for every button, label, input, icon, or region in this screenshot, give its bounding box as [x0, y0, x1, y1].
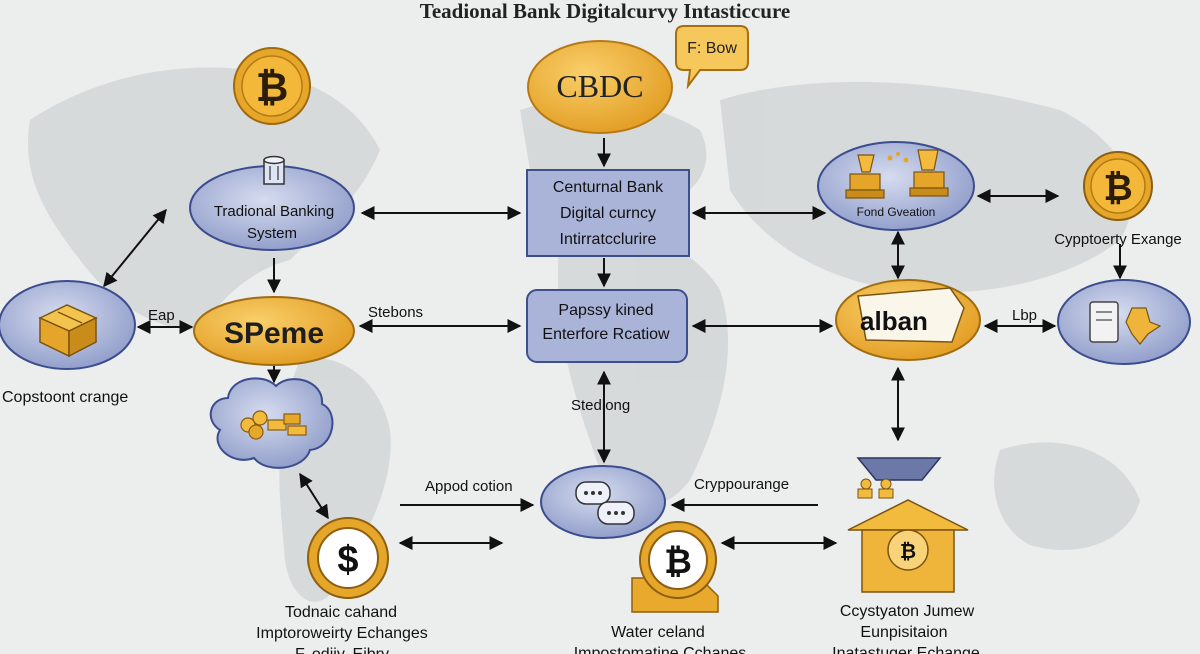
- copstoont-label: Copstoont crange: [2, 389, 128, 406]
- svg-text:₿: ₿: [664, 543, 692, 581]
- crypto-right-label: Cypptoerty Exange: [1054, 231, 1182, 248]
- map-scroll-icon: [857, 287, 965, 343]
- box-icon: [38, 304, 98, 358]
- house-icon[interactable]: ₿: [847, 457, 969, 593]
- papsy-label-1: Papssy kined: [558, 302, 653, 319]
- water-label-2: Impostomatine Cchanes: [574, 645, 747, 654]
- edge-label-crypp: Cryppourange: [694, 476, 789, 493]
- document-icon: [1089, 301, 1162, 345]
- alban-label: alban: [860, 306, 928, 336]
- papsy-label-2: Enterfore Rcatiow: [542, 326, 670, 343]
- svg-text:₿: ₿: [1103, 167, 1132, 208]
- edge-label-appod: Appod cotion: [425, 478, 513, 495]
- connector-arrows: [103, 138, 1127, 550]
- bitcoin-icon: ₿: [233, 47, 311, 125]
- central-label-2: Digital curncy: [560, 205, 656, 222]
- diagram-title: Teadional Bank Digitalcurvy Intasticcure: [420, 0, 790, 23]
- edge-label-lbp: Lbp: [1012, 307, 1037, 324]
- bitcoin-stand-icon[interactable]: ₿: [631, 521, 719, 613]
- edge-label-eap: Eap: [148, 307, 175, 324]
- todnaic-label-3: F. odiiy. Eibry: [295, 646, 389, 654]
- papsy-node[interactable]: [526, 289, 688, 363]
- speme-node[interactable]: [193, 296, 355, 366]
- cbdc-label: CBDC: [556, 68, 643, 104]
- svg-text:₿: ₿: [256, 66, 289, 110]
- chat-icon: [575, 481, 635, 525]
- trophy-icon: [845, 149, 949, 199]
- cbdc-node[interactable]: [527, 40, 673, 134]
- svg-text:$: $: [337, 539, 358, 581]
- ccystyaton-label-3: Inatastuger Echange: [832, 645, 980, 654]
- traditional-label-1: Tradional Banking: [214, 203, 334, 220]
- traditional-label-2: System: [247, 225, 297, 242]
- central-label-3: Intirratcclurire: [560, 231, 657, 248]
- fond-label: Fond Gveation: [857, 205, 936, 219]
- edge-label-stedlong: Stedlong: [571, 397, 630, 414]
- central-bank-node[interactable]: [526, 169, 690, 257]
- callout-bubble: [675, 25, 749, 90]
- arrow-coins-dollar: [299, 472, 329, 520]
- water-label-1: Water celand: [611, 624, 705, 641]
- todnaic-label-2: Imptoroweirty Echanges: [256, 625, 428, 642]
- callout-label: F: Bow: [687, 40, 737, 57]
- ccystyaton-label-1: Ccystyaton Jumew: [840, 603, 975, 620]
- speme-label: SPeme: [224, 317, 324, 350]
- central-label-1: Centurnal Bank: [553, 179, 664, 196]
- cylinder-icon: [263, 155, 285, 185]
- dollar-coin-icon[interactable]: $: [307, 517, 389, 599]
- arrow-traditional-box: [103, 208, 167, 288]
- ccystyaton-label-2: Eunpisitaion: [860, 624, 947, 641]
- coins-icon: [240, 410, 307, 440]
- document-node[interactable]: [1057, 279, 1191, 365]
- todnaic-label-1: Todnaic cahand: [285, 604, 397, 621]
- edge-label-stebons: Stebons: [368, 304, 423, 321]
- bitcoin-icon-right: ₿: [1083, 151, 1153, 221]
- svg-text:₿: ₿: [900, 541, 916, 563]
